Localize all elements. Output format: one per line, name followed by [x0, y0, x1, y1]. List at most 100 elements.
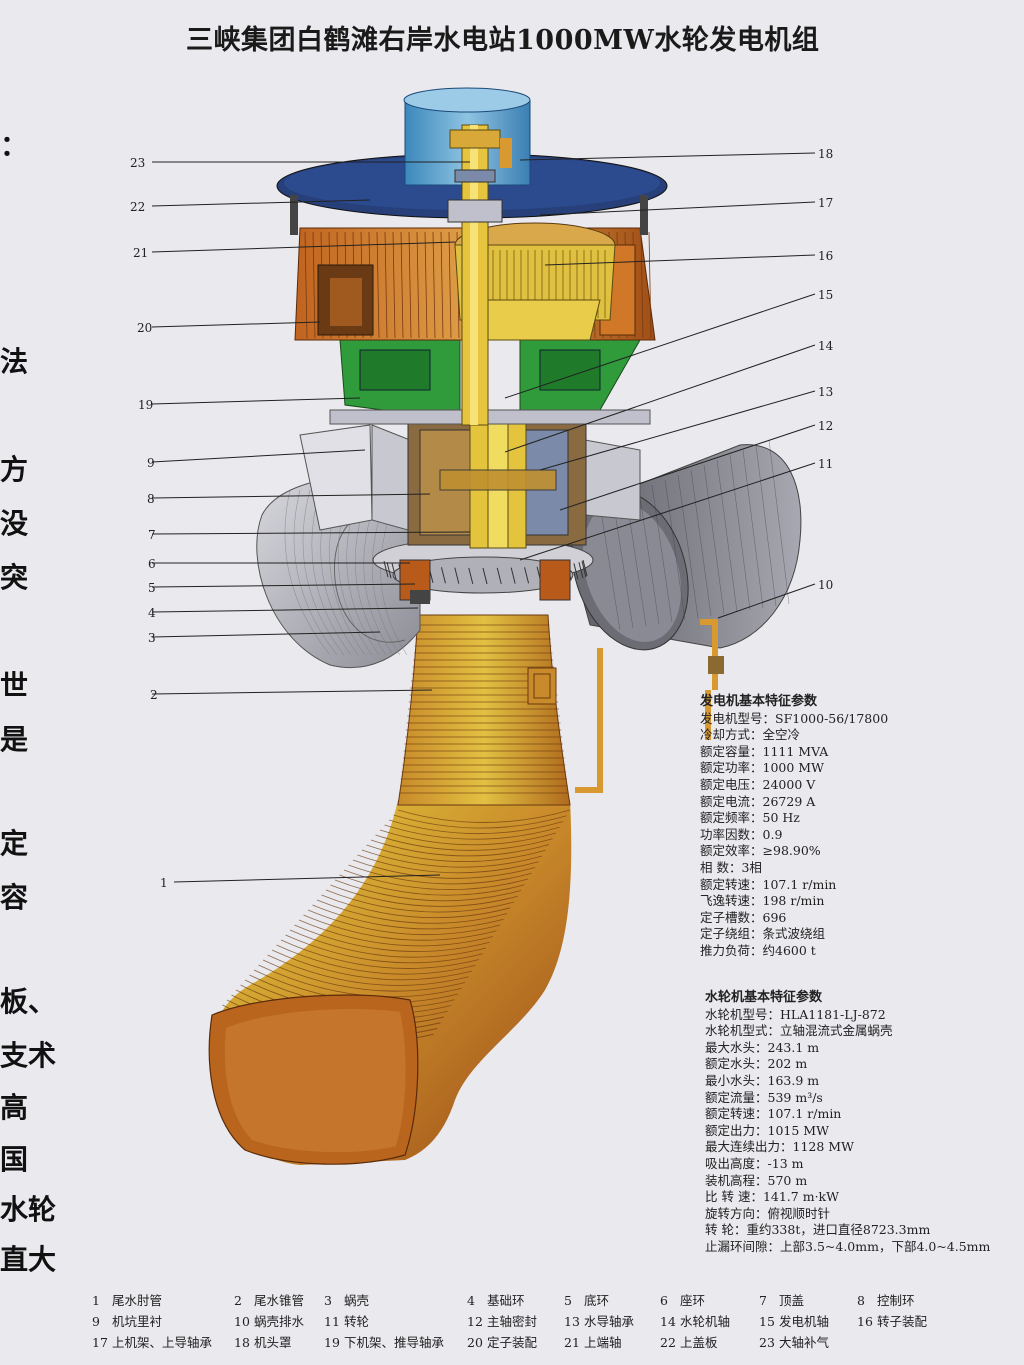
generator-label: 额定容量： [700, 743, 763, 759]
turbine-value: 141.7 m·kW [762, 1189, 839, 1205]
side-char: ： [0, 129, 29, 162]
generator-value: 696 [762, 909, 787, 925]
turbine-value: 570 m [767, 1172, 808, 1188]
callout-13: 13 [818, 385, 833, 399]
callout-15: 15 [818, 288, 833, 302]
side-char: 世 [0, 669, 29, 702]
legend-label: 机头罩 [254, 1335, 292, 1350]
legend-label: 蜗壳 [344, 1293, 370, 1308]
callout-7: 7 [148, 528, 156, 542]
legend-number: 18 [234, 1335, 250, 1350]
generator-row: 推力负荷：约4600 t [700, 943, 888, 960]
generator-value: 1111 MVA [762, 743, 829, 759]
legend-label: 上机架、上导轴承 [112, 1335, 213, 1350]
callout-6: 6 [148, 557, 156, 571]
side-char: 法 [0, 345, 29, 378]
turbine-label: 最大连续出力： [705, 1139, 793, 1155]
legend-label: 尾水肘管 [112, 1293, 163, 1308]
turbine-value: HLA1181-LJ-872 [780, 1006, 886, 1022]
generator-value: 0.9 [762, 826, 783, 842]
turbine-label: 额定转速： [705, 1106, 768, 1122]
legend-number: 15 [759, 1314, 775, 1329]
turbine-row: 水轮机型式：立轴混流式金属蜗壳 [705, 1023, 990, 1040]
generator-value: 198 r/min [762, 893, 825, 909]
legend-label: 下机架、推导轴承 [344, 1335, 445, 1350]
generator-row: 额定电压：24000 V [700, 777, 888, 794]
turbine-label: 水轮机型号： [705, 1006, 781, 1022]
pit-liner [299, 424, 641, 531]
turbine-row: 额定流量：539 m³/s [705, 1090, 990, 1107]
turbine-row: 旋转方向：俯视顺时针 [705, 1206, 990, 1223]
legend-label: 定子装配 [487, 1335, 538, 1350]
legend-number: 4 [467, 1293, 475, 1308]
generator-row: 功率因数：0.9 [700, 827, 888, 844]
diagram-title: 三峡集团白鹤滩右岸水电站1000MW水轮发电机组 [186, 25, 820, 56]
callout-22: 22 [130, 200, 145, 214]
callout-5: 5 [148, 581, 156, 595]
generator-label: 额定电压： [700, 776, 763, 792]
callout-2: 2 [150, 688, 158, 702]
legend-item: 9 机坑里衬 [92, 1311, 162, 1330]
turbine-value: 1015 MW [767, 1122, 829, 1138]
generator-row: 冷却方式：全空冷 [700, 727, 888, 744]
spiral-case-inlet [559, 439, 802, 651]
side-char: 水轮 [0, 1193, 57, 1226]
generator-value: 约4600 t [762, 942, 816, 958]
turbine-spec-heading: 水轮机基本特征参数 [705, 990, 823, 1005]
legend-number: 23 [759, 1335, 775, 1350]
turbine-value: 243.1 m [767, 1039, 820, 1055]
legend-number: 22 [660, 1335, 676, 1350]
side-char: 直大 [0, 1243, 57, 1276]
legend-label: 发电机轴 [779, 1314, 830, 1329]
legend-number: 14 [660, 1314, 676, 1329]
callout-4: 4 [148, 606, 156, 620]
turbine-label: 转 轮： [705, 1222, 747, 1238]
callout-numbers: 23 22 21 20 19 9 8 7 6 5 4 3 2 1 18 17 1… [130, 147, 834, 890]
legend-number: 12 [467, 1314, 483, 1329]
generator-label: 额定功率： [700, 760, 763, 776]
legend-label: 机坑里衬 [112, 1314, 163, 1329]
generator-row: 发电机型号：SF1000-56/17800 [700, 711, 888, 728]
turbine-value: 202 m [767, 1056, 808, 1072]
callout-19: 19 [138, 398, 153, 412]
callout-16: 16 [818, 249, 833, 263]
legend-label: 水轮机轴 [680, 1314, 731, 1329]
generator-row: 额定转速：107.1 r/min [700, 877, 888, 894]
legend-number: 9 [92, 1314, 100, 1329]
generator-label: 定子绕组： [700, 926, 763, 942]
legend-number: 6 [660, 1293, 668, 1308]
callout-9: 9 [147, 456, 155, 470]
turbine-label: 比 转 速： [705, 1189, 763, 1205]
legend-label: 上端轴 [584, 1335, 622, 1350]
generator-label: 额定效率： [700, 843, 763, 859]
turbine-row: 水轮机型号：HLA1181-LJ-872 [705, 1007, 990, 1024]
generator-row: 定子绕组：条式波绕组 [700, 926, 888, 943]
generator-row: 飞逸转速：198 r/min [700, 893, 888, 910]
generator-label: 额定电流： [700, 793, 763, 809]
generator-value: 条式波绕组 [762, 926, 826, 942]
side-char: 突 [0, 561, 29, 594]
generator-label: 发电机型号： [700, 710, 776, 726]
legend-label: 座环 [680, 1293, 706, 1308]
turbine-label: 最大水头： [705, 1039, 768, 1055]
generator-value: 26729 A [762, 793, 816, 809]
callout-20: 20 [137, 321, 152, 335]
legend-number: 8 [857, 1293, 865, 1308]
generator-label: 飞逸转速： [700, 893, 763, 909]
generator-row: 相 数：3相 [700, 860, 888, 877]
legend-number: 17 [92, 1335, 108, 1350]
generator-value: 50 Hz [762, 810, 800, 826]
generator-row: 额定效率：≥98.90% [700, 843, 888, 860]
legend-number: 2 [234, 1293, 242, 1308]
turbine-value: 163.9 m [767, 1072, 820, 1088]
legend-number: 5 [564, 1293, 572, 1308]
turbine-value: -13 m [767, 1155, 804, 1171]
turbine-row: 止漏环间隙：上部3.5~4.0mm，下部4.0~4.5mm [705, 1239, 990, 1256]
turbine-label: 额定水头： [705, 1056, 768, 1072]
generator-label: 冷却方式： [700, 727, 763, 743]
